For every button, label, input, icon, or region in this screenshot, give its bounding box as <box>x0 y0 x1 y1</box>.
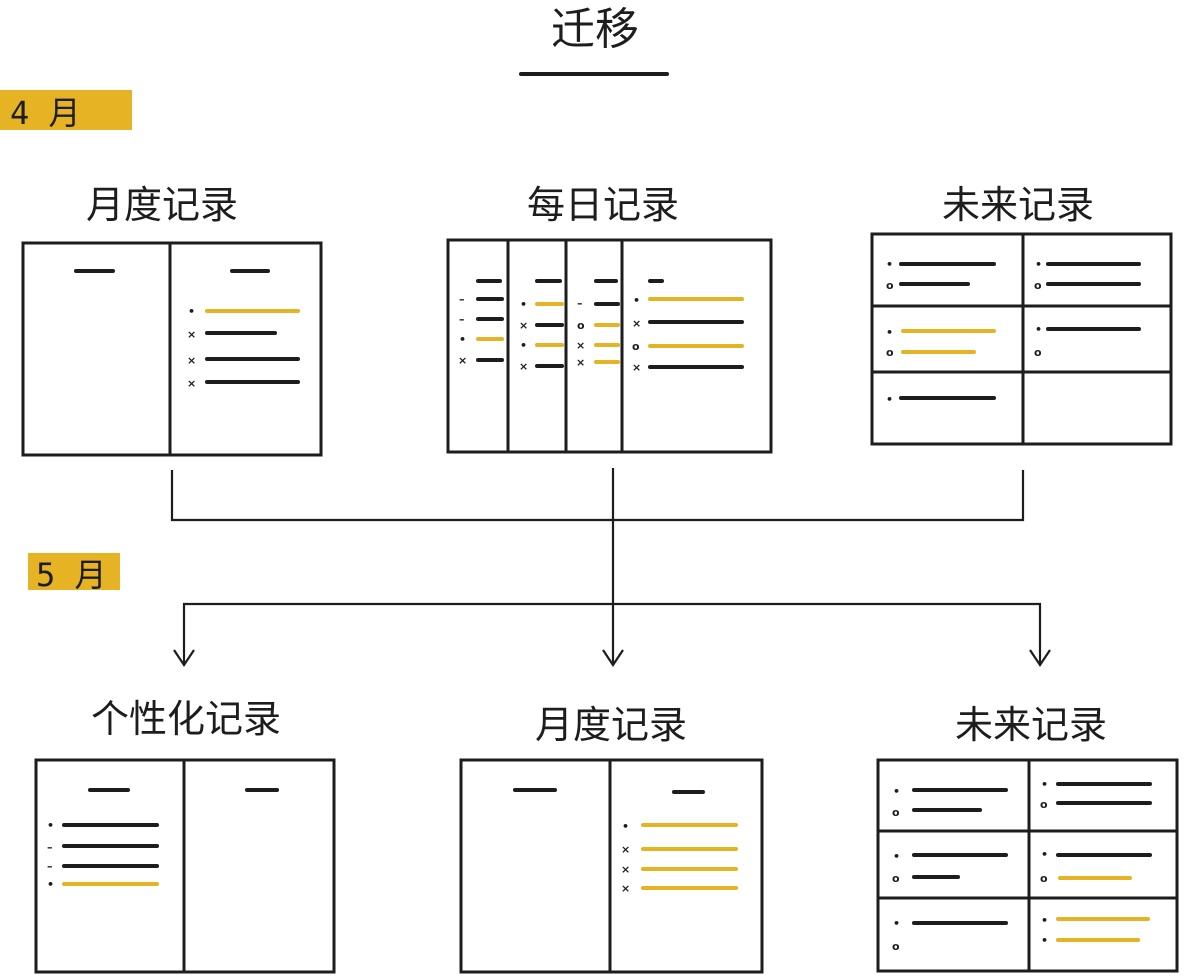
migrated-bullet: × <box>187 354 196 367</box>
migrated-bullet: × <box>632 361 641 374</box>
task-bullet: • <box>1035 258 1042 271</box>
task-bullet: • <box>188 305 195 318</box>
task-bullet: • <box>459 333 466 346</box>
note-bullet: – <box>459 293 465 306</box>
task-bullet: • <box>633 294 640 307</box>
event-bullet: o <box>577 319 585 332</box>
may-monthly-log: • × × × <box>459 758 764 974</box>
april-future-log-label: 未来记录 <box>942 183 1094 227</box>
may-future-log: • o • o • o • o • o • • <box>876 758 1179 973</box>
migrated-bullet: × <box>187 328 196 341</box>
event-bullet: o <box>1034 279 1042 292</box>
task-bullet: • <box>1041 778 1048 791</box>
diagram-title: 迁移 <box>551 4 639 55</box>
task-bullet: • <box>893 917 900 930</box>
note-bullet: – <box>577 297 583 310</box>
task-bullet: • <box>47 819 54 832</box>
may-monthly-log-label: 月度记录 <box>535 703 687 747</box>
task-bullet: • <box>893 785 900 798</box>
migrated-bullet: × <box>621 882 630 895</box>
migrated-bullet: × <box>632 317 641 330</box>
monthly-log-frame <box>21 241 323 457</box>
month-tag-april-label: 4 月 <box>10 94 81 132</box>
task-bullet: • <box>886 258 893 271</box>
arrow-down-icon <box>1029 649 1051 667</box>
task-bullet: • <box>1041 914 1048 927</box>
migrated-bullet: × <box>458 354 467 367</box>
task-bullet: • <box>1041 848 1048 861</box>
event-bullet: o <box>1040 872 1048 885</box>
event-bullet: o <box>1040 798 1048 811</box>
month-tag-april: 4 月 <box>0 90 132 132</box>
migrated-bullet: × <box>519 319 528 332</box>
month-tag-may-label: 5 月 <box>36 556 107 594</box>
month-tag-may: 5 月 <box>28 553 120 594</box>
migrated-bullet: × <box>621 863 630 876</box>
distributor-bracket <box>182 602 1042 664</box>
task-bullet: • <box>886 393 893 406</box>
task-bullet: • <box>47 878 54 891</box>
may-custom-log: • – – • <box>34 758 336 974</box>
migration-connectors <box>170 468 1051 667</box>
month-tag-may-bg <box>28 553 120 590</box>
migrated-bullet: × <box>621 843 630 856</box>
month-tag-april-bg <box>0 90 132 130</box>
april-future-log: • o • o • o • o • <box>870 232 1173 446</box>
may-future-log-label: 未来记录 <box>955 703 1107 747</box>
note-bullet: – <box>47 841 53 854</box>
event-bullet: o <box>632 340 640 353</box>
task-bullet: • <box>886 326 893 339</box>
event-bullet: o <box>892 940 900 953</box>
task-bullet: • <box>622 820 629 833</box>
note-bullet: – <box>459 313 465 326</box>
april-daily-log: – – • × • × • × – o × × • × o × <box>446 238 773 454</box>
event-bullet: o <box>892 872 900 885</box>
may-custom-log-label: 个性化记录 <box>91 697 281 741</box>
event-bullet: o <box>892 806 900 819</box>
arrow-down-icon <box>173 649 195 667</box>
migrated-bullet: × <box>576 356 585 369</box>
task-bullet: • <box>893 850 900 863</box>
april-daily-log-label: 每日记录 <box>527 183 679 227</box>
migrated-bullet: × <box>519 360 528 373</box>
april-monthly-log: • × × × <box>21 241 323 457</box>
task-bullet: • <box>1035 323 1042 336</box>
event-bullet: o <box>886 346 894 359</box>
collector-bracket <box>170 470 1025 522</box>
migrated-bullet: × <box>187 377 196 390</box>
arrow-down-icon <box>602 649 624 667</box>
event-bullet: o <box>1034 346 1042 359</box>
migrated-bullet: × <box>576 339 585 352</box>
task-bullet: • <box>1041 934 1048 947</box>
task-bullet: • <box>520 298 527 311</box>
note-bullet: – <box>47 860 53 873</box>
april-monthly-log-label: 月度记录 <box>86 183 238 227</box>
task-bullet: • <box>520 339 527 352</box>
event-bullet: o <box>886 279 894 292</box>
